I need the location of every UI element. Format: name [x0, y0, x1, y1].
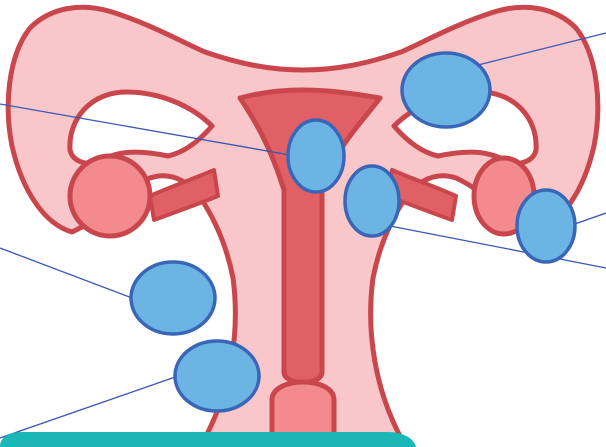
label-oval-myometrium[interactable]: [131, 262, 215, 334]
leader-line-right-edge: [572, 213, 606, 225]
footer-banner: [0, 432, 416, 447]
label-oval-fallopian-tube[interactable]: [402, 53, 490, 127]
label-oval-cervix[interactable]: [175, 341, 259, 411]
label-oval-uterine-cavity[interactable]: [288, 120, 344, 192]
label-oval-ovary[interactable]: [517, 190, 575, 262]
leader-line-left-middle: [0, 248, 132, 298]
leader-line-bottom-left: [0, 376, 178, 438]
left-ovary: [70, 156, 150, 236]
label-oval-endometrium[interactable]: [345, 166, 399, 236]
